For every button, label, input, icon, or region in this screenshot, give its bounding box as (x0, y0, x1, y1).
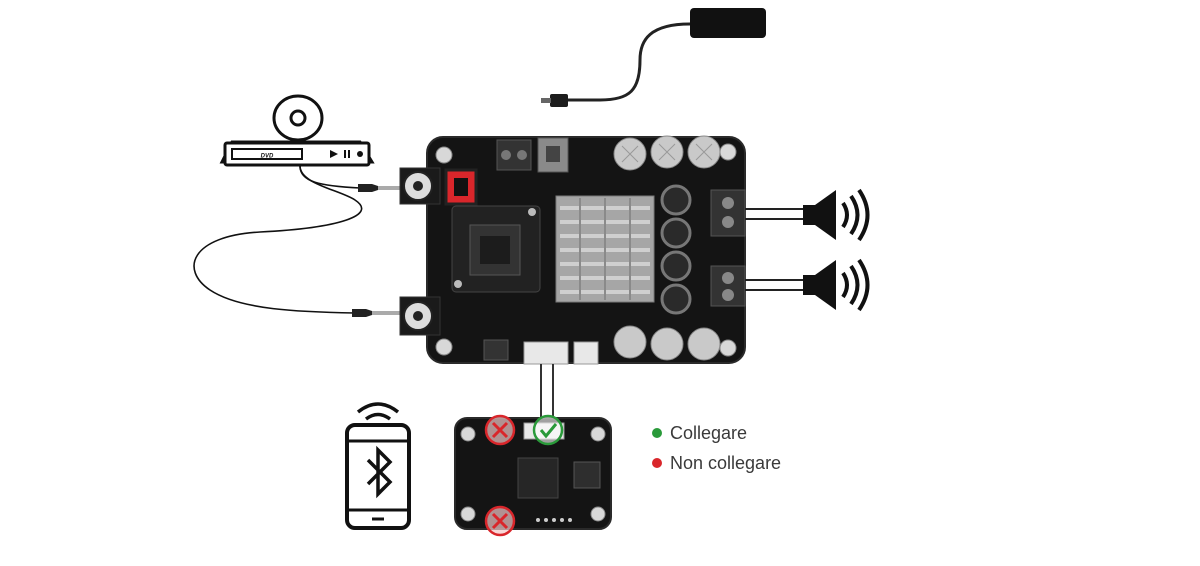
pause-icon (344, 150, 346, 158)
inductors (660, 184, 692, 315)
speaker-terminal-top (710, 189, 746, 237)
speaker-icon (803, 188, 870, 242)
speaker-wires (745, 208, 808, 291)
bluetooth-input-module (454, 417, 612, 530)
dvd-tray (231, 148, 303, 160)
legend-dot-green (652, 428, 662, 438)
smartphone-bluetooth-icon (345, 402, 411, 530)
bluetooth-icon (366, 445, 393, 499)
check-icon (539, 423, 558, 439)
dot-icon (357, 151, 363, 157)
power-adapter-block (690, 8, 766, 38)
legend-item-do-not-connect: Non collegare (652, 448, 781, 478)
power-cable (566, 22, 691, 102)
power-adapter (541, 8, 766, 107)
dvd-label: DVD (261, 154, 274, 160)
speaker-icon (803, 258, 870, 312)
do-not-connect-mark-top (484, 414, 516, 446)
dvd-player-icon: DVD (219, 94, 375, 167)
legend-label-connect: Collegare (670, 422, 748, 443)
audio-cable (193, 165, 404, 317)
cross-icon (491, 421, 509, 439)
capacitors-top (613, 135, 721, 171)
rca-plug-bottom (352, 309, 372, 317)
play-icon (330, 150, 338, 158)
rca-plug-top (358, 184, 378, 192)
amplifier-board (399, 135, 746, 365)
expansion-connector (523, 341, 569, 365)
legend-item-connect: Collegare (652, 418, 781, 448)
power-plug (550, 94, 568, 107)
mounting-hole (435, 146, 453, 164)
legend-label-do-not-connect: Non collegare (670, 452, 782, 473)
connect-mark (532, 414, 564, 446)
heatsink (555, 195, 655, 303)
do-not-connect-mark-bottom (484, 505, 516, 537)
legend: Collegare Non collegare (652, 418, 781, 478)
wireless-signal-icon (356, 402, 400, 414)
legend-dot-red (652, 458, 662, 468)
cross-icon (491, 512, 509, 530)
capacitors-bottom (613, 325, 721, 361)
